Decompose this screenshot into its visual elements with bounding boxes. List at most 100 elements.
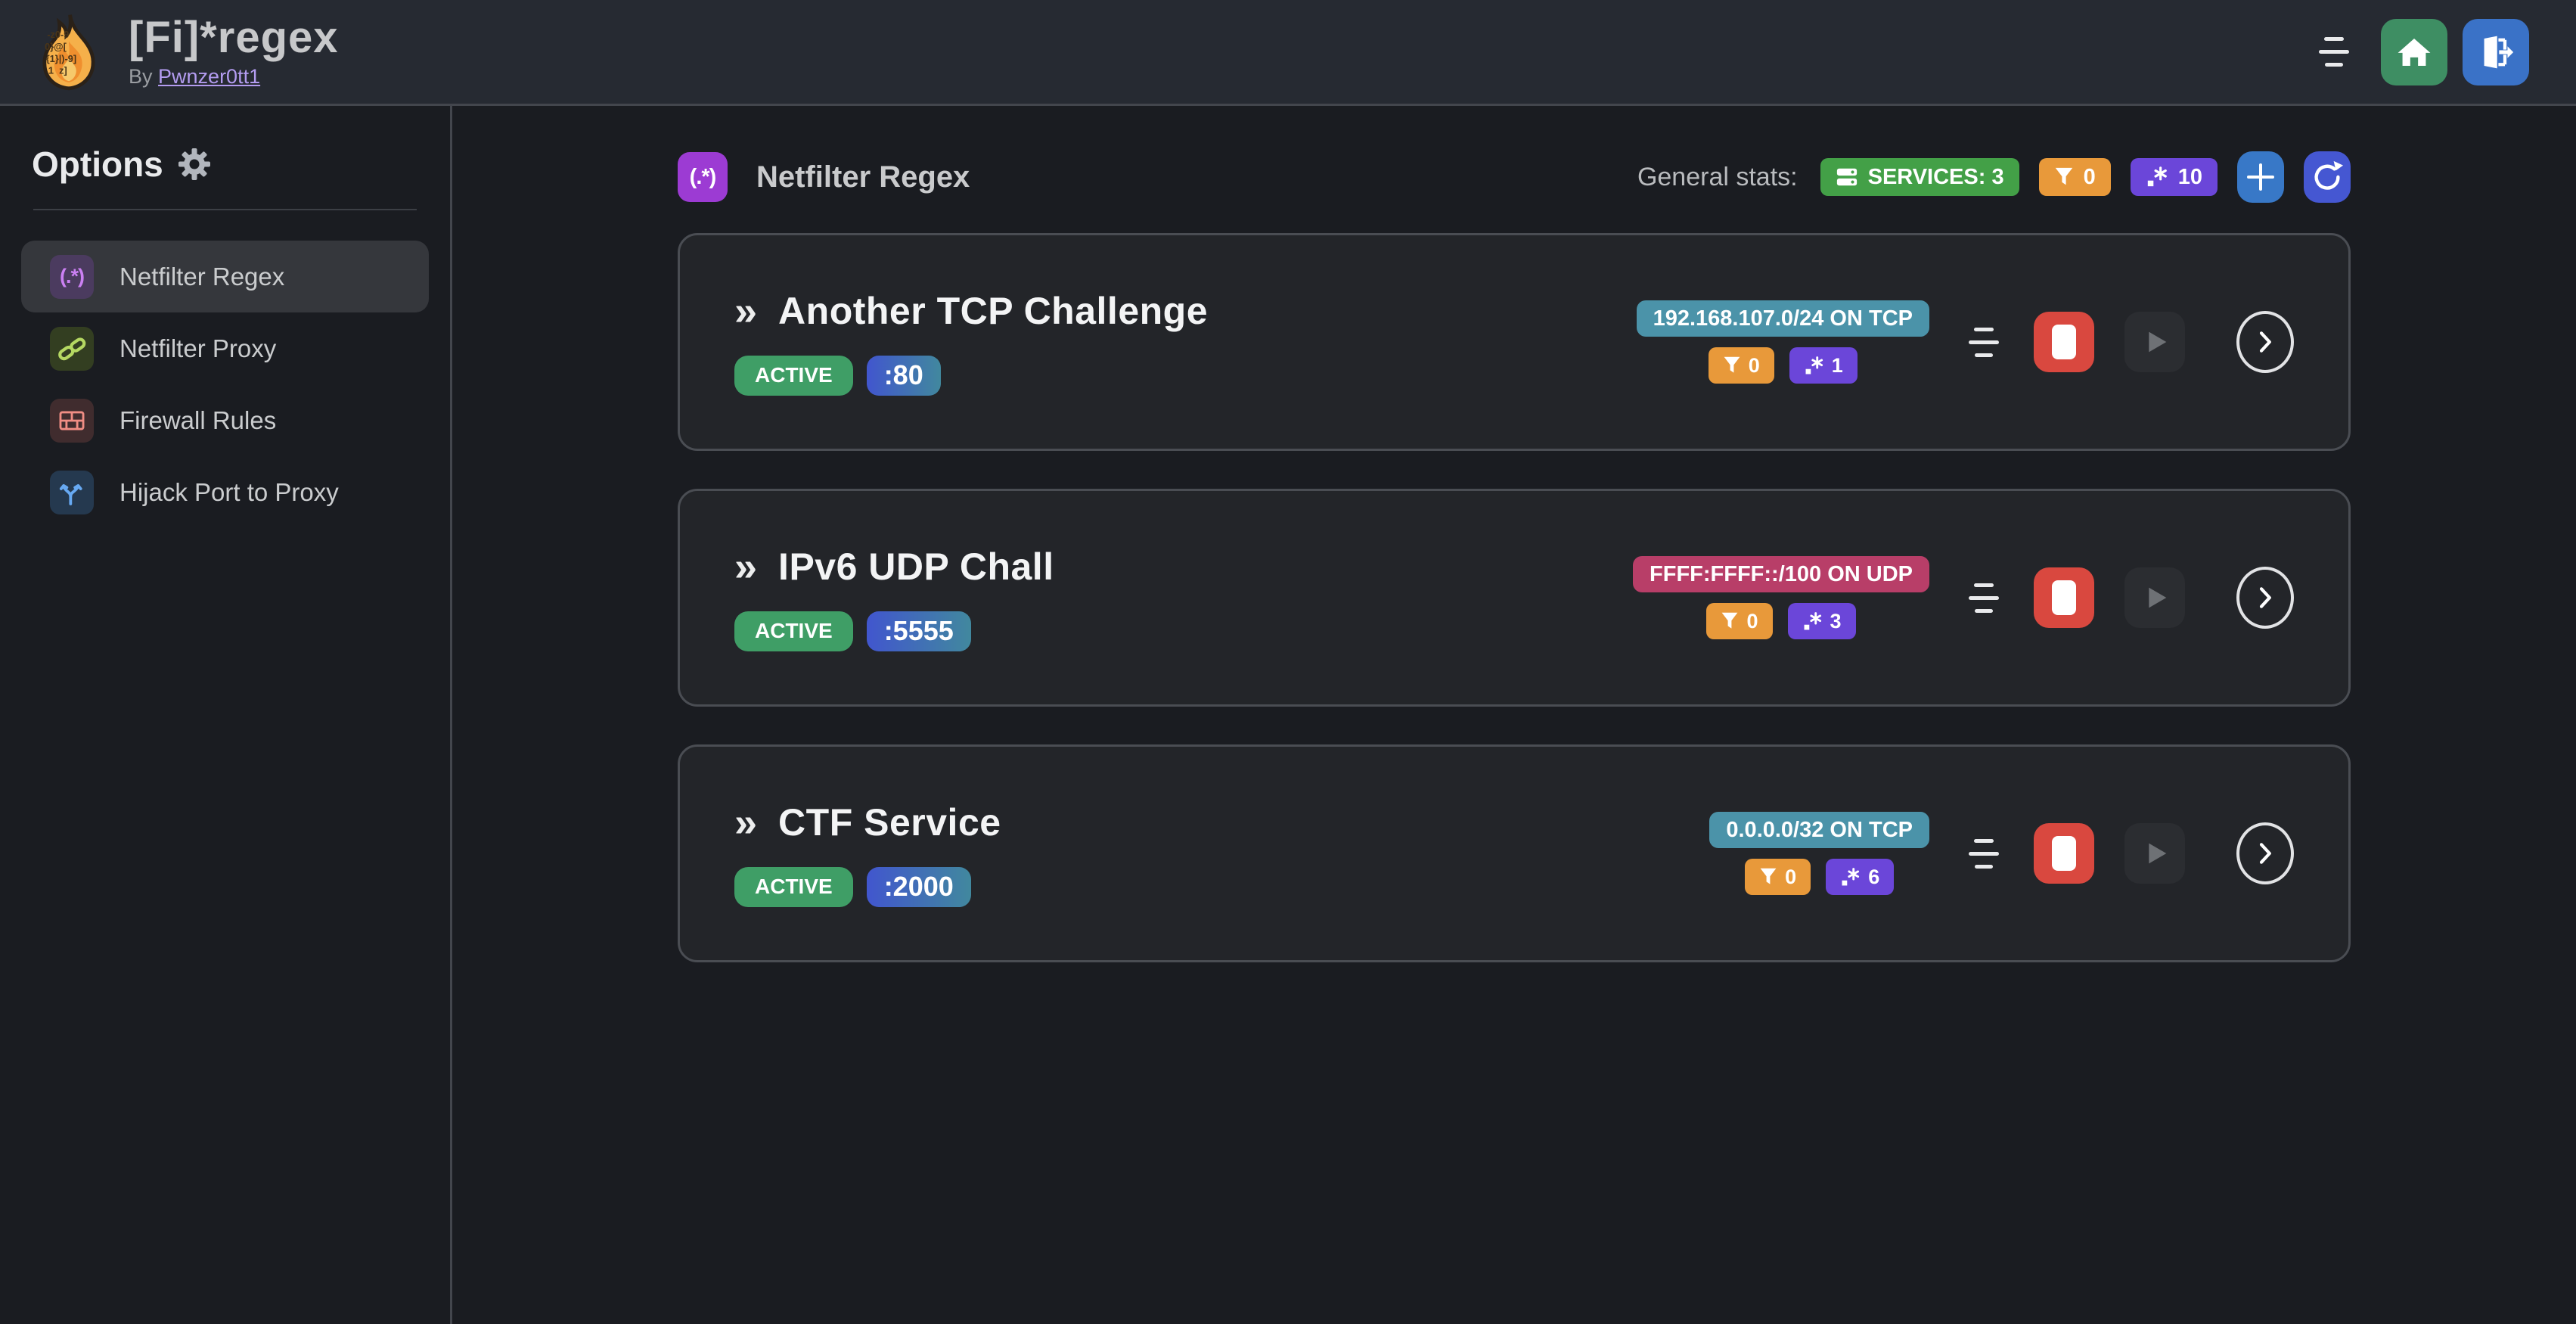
gear-icon bbox=[178, 148, 210, 180]
funnel-icon bbox=[1722, 612, 1738, 629]
open-service-button[interactable] bbox=[2236, 822, 2294, 884]
chevron-right-icon bbox=[2259, 843, 2271, 864]
sidebar-nav: (.*) Netfilter Regex Netfilter Proxy bbox=[0, 241, 450, 528]
service-card-controls: FFFF:FFFF::/100 ON UDP 0 bbox=[1633, 556, 2294, 639]
regex-dot-star-icon bbox=[2147, 166, 2167, 187]
filters-count-badge: 0 bbox=[2038, 158, 2111, 196]
open-service-button[interactable] bbox=[2236, 311, 2294, 373]
status-badge: ACTIVE bbox=[734, 611, 853, 651]
service-filters-badge: 0 bbox=[1745, 859, 1811, 895]
regex-icon: (.*) bbox=[50, 254, 94, 299]
svg-text:{1}|)-9]: {1}|)-9] bbox=[46, 52, 76, 64]
refresh-icon bbox=[2314, 160, 2344, 190]
service-card: » CTF Service ACTIVE :2000 0.0.0.0/32 ON… bbox=[678, 744, 2351, 962]
stop-service-button[interactable] bbox=[2034, 312, 2094, 372]
svg-text:0}@[: 0}@[ bbox=[45, 40, 67, 51]
page-title: Netfilter Regex bbox=[756, 160, 970, 194]
service-name: IPv6 UDP Chall bbox=[778, 545, 1054, 588]
start-service-button[interactable] bbox=[2124, 823, 2185, 884]
sidebar-item-label: Firewall Rules bbox=[119, 406, 277, 434]
options-title: Options bbox=[32, 145, 163, 184]
service-filters-badge: 0 bbox=[1708, 347, 1774, 384]
sidebar-item-label: Netfilter Proxy bbox=[119, 334, 277, 362]
section-header: (.*) Netfilter Regex General stats: SERV… bbox=[678, 151, 2351, 203]
home-button[interactable] bbox=[2381, 18, 2447, 85]
status-badge: ACTIVE bbox=[734, 355, 853, 396]
play-icon bbox=[2149, 331, 2167, 353]
service-regexes-badge: 6 bbox=[1826, 859, 1895, 895]
service-card-controls: 0.0.0.0/32 ON TCP 0 bbox=[1709, 812, 2294, 895]
chevron-right-icon bbox=[2259, 587, 2271, 608]
flame-logo-icon: -z0-9 0}@[ {1}|)-9] 1 z] bbox=[42, 14, 95, 90]
service-name: CTF Service bbox=[778, 800, 1001, 844]
port-badge: :5555 bbox=[866, 611, 971, 651]
logout-button[interactable] bbox=[2463, 18, 2529, 85]
start-service-button[interactable] bbox=[2124, 312, 2185, 372]
sidebar-item-firewall-rules[interactable]: Firewall Rules bbox=[21, 384, 429, 456]
refresh-button[interactable] bbox=[2304, 151, 2351, 203]
stop-icon bbox=[2052, 580, 2076, 615]
sidebar-item-label: Netfilter Regex bbox=[119, 262, 285, 291]
service-card-info: » Another TCP Challenge ACTIVE :80 bbox=[734, 289, 1208, 396]
funnel-icon bbox=[2055, 167, 2072, 185]
sidebar-item-hijack-port[interactable]: Hijack Port to Proxy bbox=[21, 456, 429, 528]
funnel-icon bbox=[1760, 868, 1777, 884]
funnel-icon bbox=[1724, 356, 1740, 373]
start-service-button[interactable] bbox=[2124, 567, 2185, 628]
chain-link-icon bbox=[50, 326, 94, 371]
navbar-brand: -z0-9 0}@[ {1}|)-9] 1 z] [Fi]*regex By P… bbox=[30, 12, 339, 92]
service-card-info: » CTF Service ACTIVE :2000 bbox=[734, 800, 1001, 907]
card-menu-lines-icon[interactable] bbox=[1969, 583, 1999, 613]
double-chevron-icon: » bbox=[734, 543, 758, 589]
server-icon bbox=[1836, 168, 1857, 186]
service-name: Another TCP Challenge bbox=[778, 289, 1209, 332]
title-block: [Fi]*regex By Pwnzer0tt1 bbox=[129, 14, 339, 89]
service-card-controls: 192.168.107.0/24 ON TCP 0 bbox=[1636, 300, 2294, 384]
byline: By Pwnzer0tt1 bbox=[129, 65, 339, 89]
svg-text:-z0-9: -z0-9 bbox=[47, 28, 69, 39]
cidr-badge: 192.168.107.0/24 ON TCP bbox=[1636, 300, 1929, 337]
sidebar: Options bbox=[0, 106, 452, 1324]
svg-text:1 z]: 1 z] bbox=[48, 64, 67, 76]
plus-icon bbox=[2247, 163, 2274, 191]
card-menu-lines-icon[interactable] bbox=[1969, 327, 1999, 357]
logout-icon bbox=[2484, 36, 2514, 68]
stop-icon bbox=[2052, 325, 2076, 359]
service-card-list: » Another TCP Challenge ACTIVE :80 192.1… bbox=[678, 233, 2351, 962]
byline-prefix: By bbox=[129, 64, 153, 88]
menu-lines-icon[interactable] bbox=[2319, 37, 2349, 67]
navbar: -z0-9 0}@[ {1}|)-9] 1 z] [Fi]*regex By P… bbox=[0, 0, 2576, 106]
stats-label: General stats: bbox=[1637, 162, 1798, 191]
service-card: » Another TCP Challenge ACTIVE :80 192.1… bbox=[678, 233, 2351, 451]
port-badge: :2000 bbox=[866, 866, 971, 907]
split-arrows-icon bbox=[50, 470, 94, 514]
sidebar-item-label: Hijack Port to Proxy bbox=[119, 477, 339, 506]
service-regexes-badge: 1 bbox=[1789, 347, 1858, 384]
play-icon bbox=[2149, 843, 2167, 864]
service-filters-badge: 0 bbox=[1706, 603, 1773, 639]
main-content: (.*) Netfilter Regex General stats: SERV… bbox=[452, 106, 2576, 1324]
open-service-button[interactable] bbox=[2236, 567, 2294, 629]
cidr-badge: FFFF:FFFF::/100 ON UDP bbox=[1633, 556, 1929, 592]
service-card-info: » IPv6 UDP Chall ACTIVE :5555 bbox=[734, 545, 1054, 651]
sidebar-item-netfilter-proxy[interactable]: Netfilter Proxy bbox=[21, 312, 429, 384]
chevron-right-icon bbox=[2259, 331, 2271, 353]
regex-dot-star-icon bbox=[1842, 867, 1860, 885]
regex-dot-star-icon bbox=[1805, 356, 1823, 374]
status-badge: ACTIVE bbox=[734, 866, 853, 907]
author-link[interactable]: Pwnzer0tt1 bbox=[158, 64, 261, 88]
stop-icon bbox=[2052, 836, 2076, 871]
sidebar-item-netfilter-regex[interactable]: (.*) Netfilter Regex bbox=[21, 241, 429, 312]
card-menu-lines-icon[interactable] bbox=[1969, 838, 1999, 869]
home-icon bbox=[2398, 38, 2431, 66]
regex-dot-star-icon bbox=[1804, 611, 1821, 629]
stop-service-button[interactable] bbox=[2034, 823, 2094, 884]
sidebar-divider bbox=[33, 209, 417, 210]
regexes-count-badge: 10 bbox=[2130, 158, 2218, 196]
sidebar-heading: Options bbox=[32, 144, 418, 185]
service-regexes-badge: 3 bbox=[1787, 603, 1856, 639]
add-service-button[interactable] bbox=[2237, 151, 2284, 203]
service-card: » IPv6 UDP Chall ACTIVE :5555 FFFF:FFFF:… bbox=[678, 489, 2351, 707]
stop-service-button[interactable] bbox=[2034, 567, 2094, 628]
